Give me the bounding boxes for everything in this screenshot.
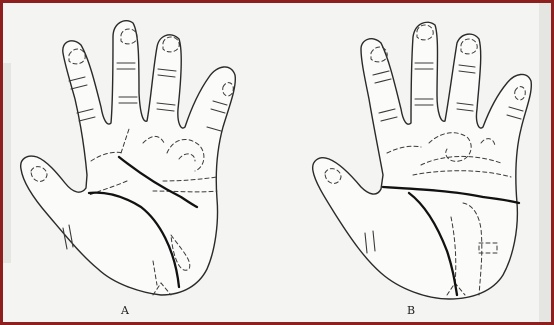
hand-a-label: A — [121, 304, 129, 317]
hand-a — [21, 21, 236, 295]
hand-a-outline — [21, 21, 236, 295]
right-margin-ghost — [539, 3, 551, 322]
left-margin-ghost — [3, 63, 11, 263]
palm-diagram — [3, 3, 551, 322]
hand-b — [313, 22, 532, 299]
hand-b-outline — [313, 22, 532, 299]
hand-b-label: B — [407, 304, 415, 317]
